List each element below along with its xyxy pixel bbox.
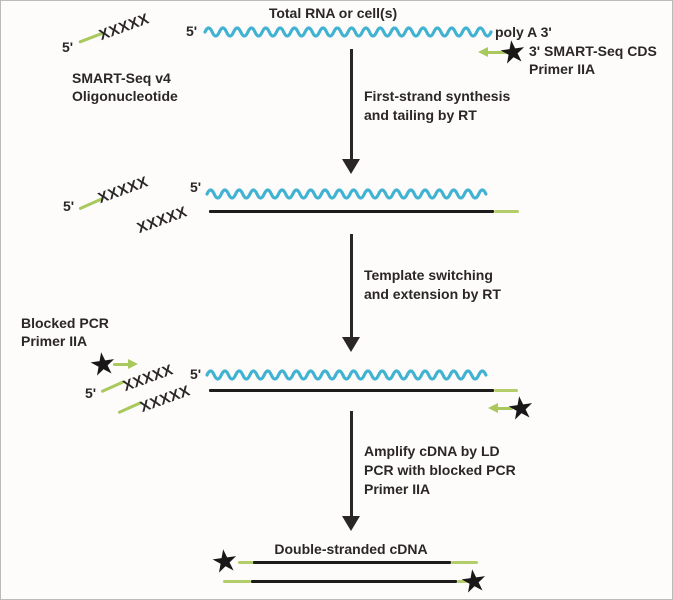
stage3-cdna-strand [209, 389, 494, 393]
stage1-oligo-xxxxx: XXXXX [96, 10, 152, 45]
step3-label-line3: Primer IIA [364, 481, 431, 497]
stage3-cdna-green-tail [494, 389, 518, 393]
ds-cdna-bottom-strand [251, 580, 457, 584]
stage1-oligo-5prime-label: 5' [62, 39, 74, 55]
ds-cdna-top-green-left [238, 561, 254, 565]
stage2-rna-wave [205, 188, 488, 200]
step3-label-line1: Amplify cDNA by LD [364, 443, 500, 459]
blocked-primer-arrow [113, 363, 129, 367]
stage3-right-primer-star-icon: ★ [504, 388, 538, 429]
step2-label-line2: and extension by RT [364, 286, 501, 302]
stage3-oligo-5prime-label: 5' [85, 385, 97, 401]
step1-arrow-head-icon [342, 159, 360, 174]
stage3-right-primer-arrow-head-icon [488, 403, 498, 413]
step1-label-line2: and tailing by RT [364, 107, 477, 123]
cds-primer-arrow [487, 51, 507, 55]
stage3-strand-5prime-label: 5' [190, 366, 202, 382]
blocked-primer-arrow-head-icon [128, 359, 138, 369]
step1-label-line1: First-strand synthesis [364, 88, 511, 104]
ds-cdna-top-strand [253, 561, 451, 565]
stage4-title: Double-stranded cDNA [274, 541, 428, 557]
stage1-strand-5prime-label: 5' [186, 23, 198, 39]
blocked-primer-label-line2: Primer IIA [21, 333, 88, 349]
step3-label-line2: PCR with blocked PCR [364, 462, 516, 478]
step3-arrow [350, 411, 353, 516]
total-rna-wave [203, 26, 493, 38]
cds-primer-arrow-head-icon [478, 47, 488, 57]
cds-primer-label-line2: Primer IIA [529, 61, 596, 77]
step3-arrow-head-icon [342, 516, 360, 531]
oligo-name-line2: Oligonucleotide [72, 88, 178, 104]
ds-cdna-bottom-green-left [223, 580, 251, 584]
poly-a-label: poly A 3' [495, 24, 552, 40]
stage1-title: Total RNA or cell(s) [268, 5, 398, 21]
stage3-rna-wave [205, 369, 488, 381]
stage2-cdna-strand [209, 210, 494, 214]
step2-arrow [350, 234, 353, 337]
ds-cdna-bottom-green-right [457, 580, 471, 584]
blocked-primer-label-line1: Blocked PCR [21, 315, 109, 331]
ds-cdna-top-star-icon: ★ [208, 541, 242, 582]
oligo-name-line1: SMART-Seq v4 [72, 70, 171, 86]
stage2-cdna-green-tail [494, 210, 519, 214]
ds-cdna-bottom-star-icon: ★ [457, 561, 491, 600]
stage3-right-primer-arrow [497, 407, 513, 411]
cds-primer-label-line1: 3' SMART-Seq CDS [529, 43, 657, 59]
stage2-strand-5prime-label: 5' [190, 179, 202, 195]
ds-cdna-top-green-right [451, 561, 478, 565]
stage2-oligo-5prime-label: 5' [63, 198, 75, 214]
stage2-oligo-xxxxx-top: XXXXX [95, 173, 151, 208]
stage2-oligo-xxxxx-bottom: XXXXX [134, 203, 190, 238]
cds-primer-star-icon: ★ [496, 32, 530, 73]
step2-arrow-head-icon [342, 337, 360, 352]
step1-arrow [350, 49, 353, 159]
step2-label-line1: Template switching [364, 267, 493, 283]
